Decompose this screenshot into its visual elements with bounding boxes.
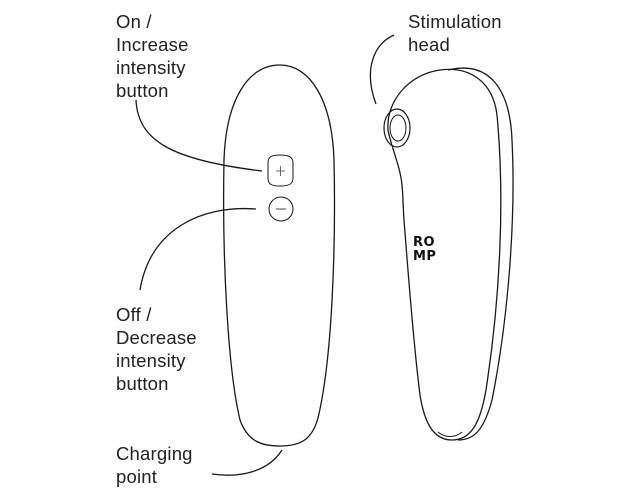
leader-line-charging <box>211 449 283 476</box>
label-stimulation-head: Stimulation head <box>408 10 502 56</box>
brand-logo-line: MP <box>413 249 437 264</box>
label-off-decrease: Off / Decrease intensity button <box>116 303 197 395</box>
label-line: On / <box>116 11 152 32</box>
leader-line-stimulation <box>369 34 395 105</box>
device-front-body <box>222 64 336 447</box>
brand-logo: RO MP <box>413 236 436 264</box>
label-line: intensity <box>116 350 186 371</box>
label-line: Off / <box>116 304 152 325</box>
brand-logo-line: RO <box>413 235 436 250</box>
label-line: head <box>408 34 450 55</box>
label-charging-point: Charging point <box>116 442 193 488</box>
plus-icon <box>276 166 285 176</box>
label-line: Increase <box>116 34 189 55</box>
stimulation-head <box>383 108 411 148</box>
label-line: Stimulation <box>408 11 502 32</box>
leader-line-increase <box>135 99 263 172</box>
label-line: point <box>116 466 158 487</box>
charging-point-mark <box>437 431 463 437</box>
label-line: Decrease <box>116 327 197 348</box>
leader-line-decrease <box>139 207 257 291</box>
device-side-back <box>447 67 514 441</box>
label-line: button <box>116 373 169 394</box>
decrease-button <box>268 196 294 222</box>
increase-button <box>267 154 294 187</box>
label-on-increase: On / Increase intensity button <box>116 10 189 102</box>
device-side-body <box>387 68 502 441</box>
label-line: button <box>116 80 169 101</box>
label-line: Charging <box>116 443 193 464</box>
label-line: intensity <box>116 57 186 78</box>
